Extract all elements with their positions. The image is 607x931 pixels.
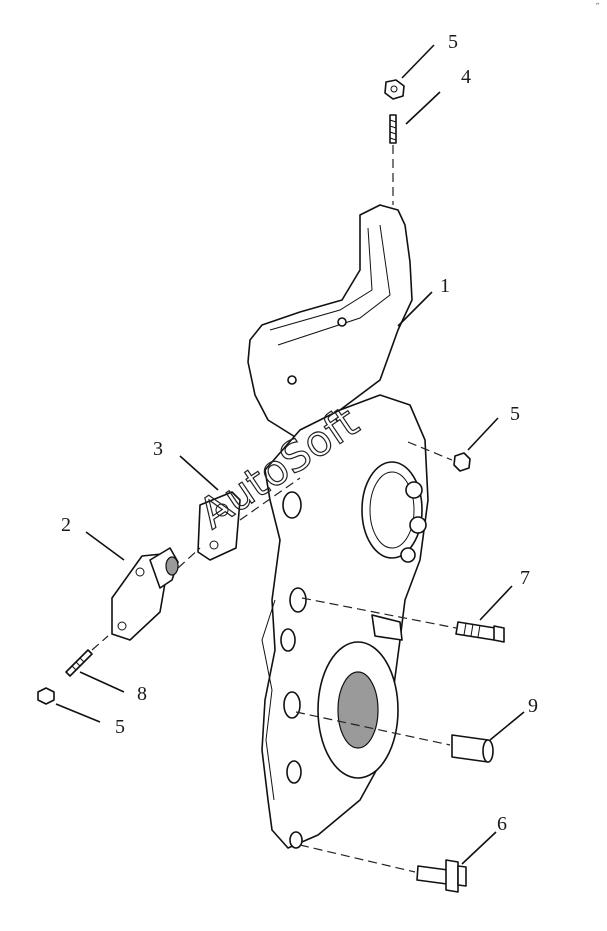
axis-line-cover	[177, 477, 301, 569]
axis-line-flange-bolt	[299, 844, 416, 873]
stud-left	[65, 649, 93, 677]
gasket	[197, 491, 241, 561]
nut-right	[453, 452, 471, 472]
callout-5-right: 5	[510, 403, 520, 425]
callout-3: 3	[153, 438, 163, 460]
nut-top	[384, 79, 405, 100]
callout-9: 9	[528, 695, 538, 717]
bolt-upper	[455, 621, 505, 643]
callout-5-left: 5	[115, 716, 125, 738]
callout-4: 4	[461, 66, 471, 88]
leader-lines	[55, 44, 525, 865]
axis-line-sleeve	[295, 711, 451, 746]
callout-7: 7	[520, 567, 530, 589]
dowel-sleeve	[451, 734, 494, 763]
timing-cover	[247, 204, 429, 849]
corner-mark: ˝	[595, 2, 600, 13]
flange-bolt	[416, 859, 467, 893]
cover-plate	[111, 547, 179, 641]
callout-1: 1	[440, 275, 450, 297]
nut-left	[37, 687, 55, 705]
axis-line-nut-right	[407, 441, 453, 461]
callout-6: 6	[497, 813, 507, 835]
stud-top	[389, 114, 397, 144]
callout-8: 8	[137, 683, 147, 705]
callout-5-top: 5	[448, 31, 458, 53]
axis-line-bolt-upper	[301, 597, 457, 629]
axis-line-stud-left	[91, 635, 109, 651]
callout-2: 2	[61, 514, 71, 536]
